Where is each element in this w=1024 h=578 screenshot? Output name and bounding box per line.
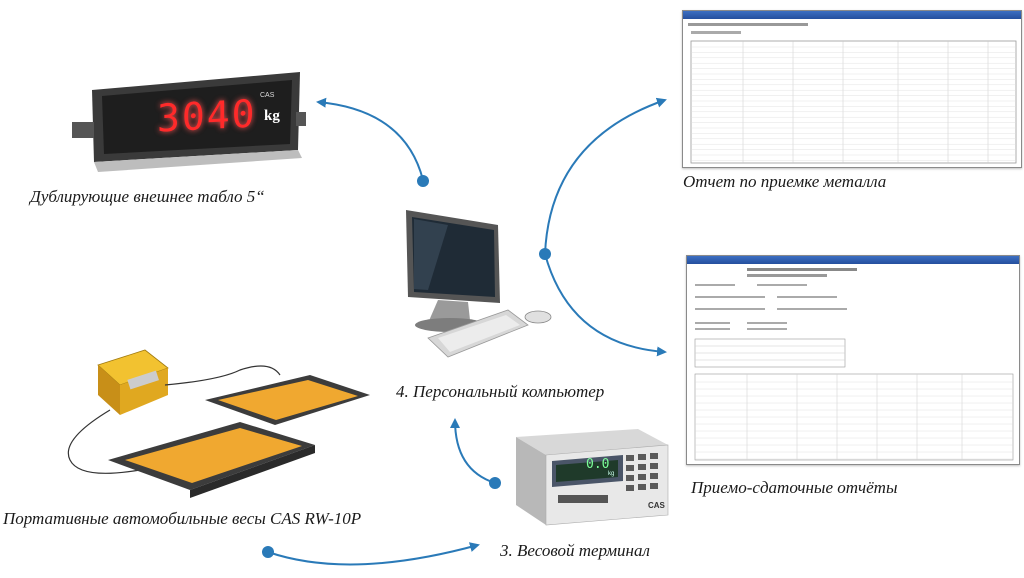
arrow-terminal-to-pc [450,418,496,484]
terminal-unit: kg [608,471,615,477]
arrow-scales-to-terminal [267,542,480,566]
report-metal-table [688,23,1017,164]
arrow-to-acceptance [544,253,667,357]
display-unit: kg [264,108,280,124]
scales-illustration [67,349,370,498]
display-body [72,72,306,172]
terminal-body [516,429,669,526]
external-display: 3040 kg CAS [72,72,307,172]
arrow-to-report [544,97,667,255]
caption-terminal: 3. Весовой терминал [500,541,650,560]
terminal-brand: CAS [648,501,665,510]
display-led-value: 3040 [157,91,257,141]
arrow-dot-display [417,175,429,187]
personal-computer [398,205,568,365]
report-metal-titlebar [683,11,1021,19]
caption-report-metal: Отчет по приемке металла [683,172,887,191]
display-brand: CAS [260,92,275,99]
terminal-reading: 0.0 [586,457,610,472]
caption-pc: 4. Персональный компьютер [396,382,605,401]
acceptance-report-window [686,255,1020,465]
weighing-terminal: 0.0 kg CAS [508,425,673,530]
portable-scales [40,340,380,520]
caption-scales: Портативные автомобильные весы CAS RW-10… [3,509,362,528]
acceptance-report-content [694,268,1014,461]
report-metal-window [682,10,1022,168]
acceptance-report-titlebar [687,256,1019,264]
arrow-dot-terminal [489,477,501,489]
pc-illustration [406,210,552,358]
arrow-to-display [316,97,424,181]
caption-display: Дублирующие внешнее табло 5“ [30,187,265,206]
caption-acceptance-reports: Приемо-сдаточные отчёты [691,478,898,497]
arrow-dot-scales [262,546,274,558]
